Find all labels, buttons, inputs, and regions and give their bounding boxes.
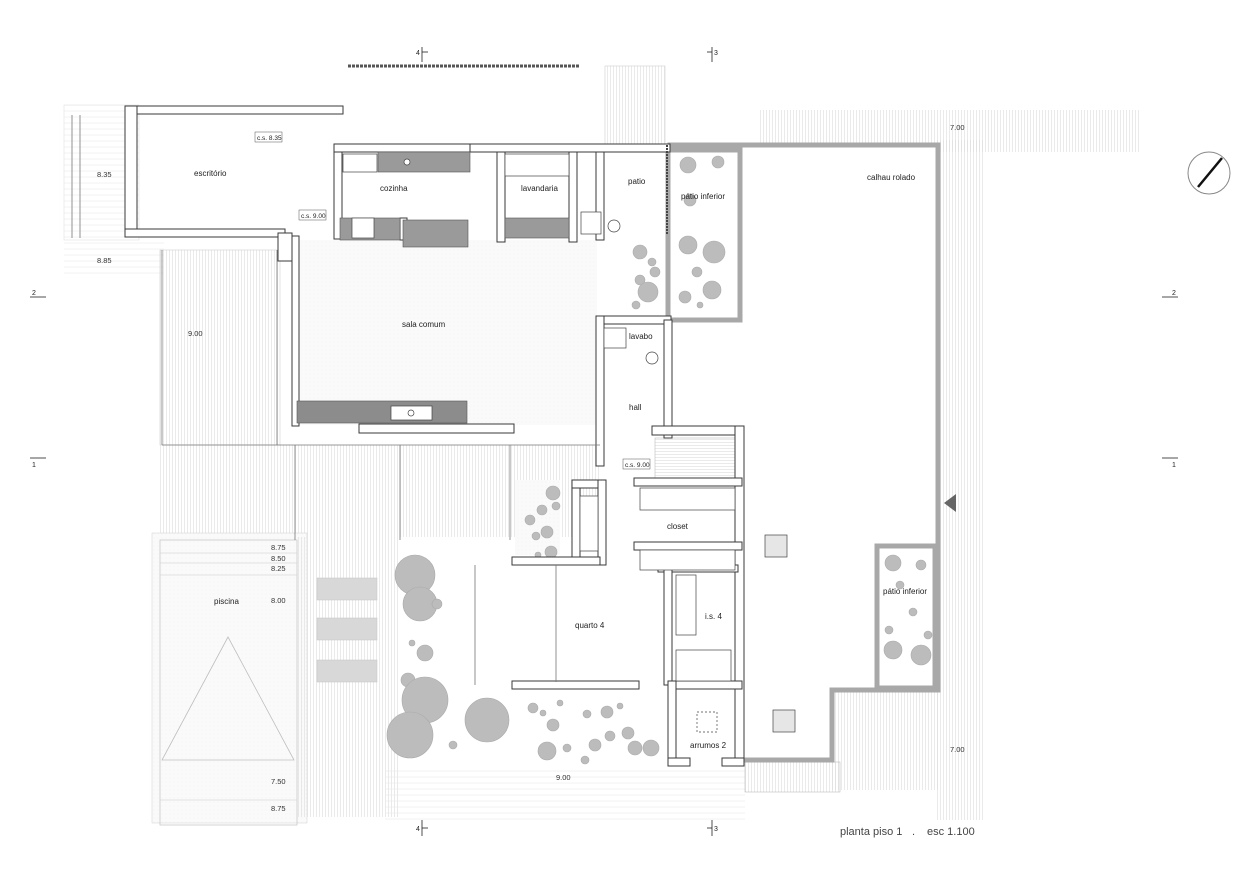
section-mark-left-2: 2 [32, 290, 36, 297]
room-patio-inferior-2: pátio inferior [883, 587, 927, 596]
cs-hall: c.s. 9.00 [625, 462, 650, 469]
level-700-top: 7.00 [950, 123, 965, 132]
section-markers [30, 47, 1178, 836]
level-pool-800: 8.00 [271, 596, 286, 605]
room-patio: patio [628, 177, 646, 186]
level-pool-825: 8.25 [271, 564, 286, 573]
section-mark-right-2: 2 [1172, 290, 1176, 297]
room-escritorio: escritório [194, 169, 227, 178]
drawing-title-separator: . [912, 826, 915, 838]
section-mark-top-4: 4 [416, 50, 420, 57]
room-hall: hall [629, 403, 642, 412]
pool [159, 539, 298, 826]
section-mark-bottom-4: 4 [416, 826, 420, 833]
room-cozinha: cozinha [380, 184, 408, 193]
room-closet: closet [667, 522, 689, 531]
structure-lines [71, 64, 668, 685]
room-lavabo: lavabo [629, 332, 653, 341]
trees [386, 155, 933, 765]
level-pool-875-top: 8.75 [271, 543, 286, 552]
section-mark-right-1: 1 [1172, 462, 1176, 469]
drawing-scale: esc 1.100 [927, 826, 975, 838]
cs-kitchen: c.s. 9.00 [301, 213, 326, 220]
section-mark-top-3: 3 [714, 50, 718, 57]
north-arrow-icon [1187, 151, 1231, 195]
level-885: 8.85 [97, 256, 112, 265]
room-arrumos-2: arrumos 2 [690, 741, 727, 750]
fixtures [342, 153, 796, 733]
room-patio-inferior-1: pátio inferior [681, 192, 725, 201]
level-pool-875-bottom: 8.75 [271, 804, 286, 813]
room-piscina: piscina [214, 597, 239, 606]
room-sala-comum: sala comum [402, 320, 445, 329]
drawing-title: planta piso 1 [840, 826, 902, 838]
ground-areas [63, 65, 1140, 824]
level-pool-850: 8.50 [271, 554, 286, 563]
level-pool-750: 7.50 [271, 777, 286, 786]
loungers [316, 577, 378, 683]
patio-inferior-area-2 [874, 543, 938, 691]
room-lavandaria: lavandaria [521, 184, 558, 193]
section-mark-bottom-3: 3 [714, 826, 718, 833]
room-is-4: i.s. 4 [705, 612, 722, 621]
level-900-bottom: 9.00 [556, 773, 571, 782]
level-835: 8.35 [97, 170, 112, 179]
level-900-terrace: 9.00 [188, 329, 203, 338]
level-700-bottom: 7.00 [950, 745, 965, 754]
cs-office: c.s. 8.35 [257, 135, 282, 142]
room-quarto-4: quarto 4 [575, 621, 605, 630]
walls [124, 105, 745, 767]
section-mark-left-1: 1 [32, 462, 36, 469]
room-calhau-rolado: calhau rolado [867, 173, 916, 182]
arrow-marker [944, 494, 956, 512]
